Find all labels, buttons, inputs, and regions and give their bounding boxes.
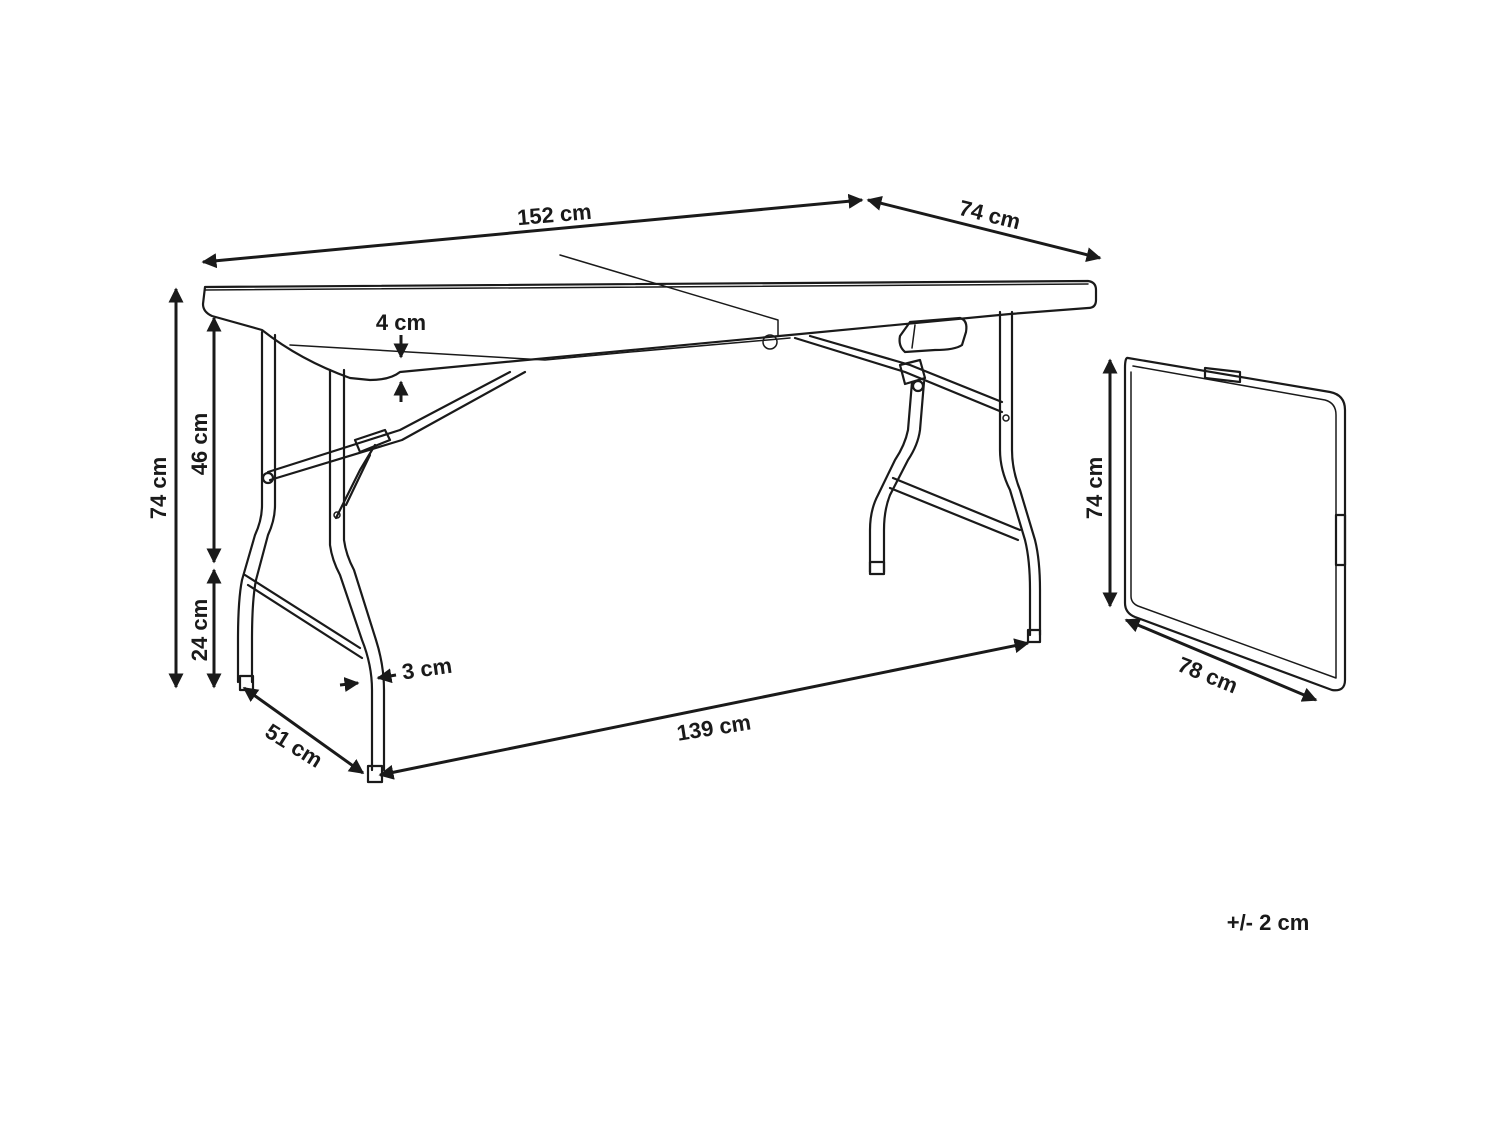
label-folded-78: 78 cm	[1174, 652, 1241, 699]
front-right-leg-inner	[882, 380, 926, 574]
folded-table-outline	[1123, 356, 1347, 692]
front-right-foot	[868, 560, 886, 576]
right-leg-rivet	[1002, 414, 1010, 422]
left-brace-lower	[334, 443, 377, 520]
label-height-46: 46 cm	[187, 413, 212, 475]
dim-line-span-139	[378, 638, 1030, 780]
left-brace-upper	[266, 370, 512, 474]
label-depth-51: 51 cm	[261, 719, 327, 773]
folded-handle	[1334, 513, 1347, 567]
right-crossbar-inner	[888, 486, 1020, 542]
table-top-outline	[201, 279, 1098, 382]
folded-table-inner-edge	[1130, 365, 1337, 679]
left-brace-upper-inner	[268, 370, 527, 482]
tolerance-note: +/- 2 cm	[1227, 910, 1310, 935]
folded-latch	[1203, 366, 1242, 384]
back-left-leg-inner	[250, 333, 277, 684]
front-right-leg	[868, 380, 914, 574]
dim-line-leg-3-right	[376, 668, 397, 684]
table-fold-line	[559, 254, 779, 336]
back-right-leg-inner	[1010, 310, 1042, 637]
folded-table-drawing	[1123, 356, 1347, 692]
right-brace-hinge	[911, 379, 925, 393]
dim-line-folded-78	[1124, 618, 1318, 702]
label-height-74: 74 cm	[146, 457, 171, 519]
right-crossbar	[891, 476, 1022, 532]
dimension-labels: 152 cm 74 cm 74 cm 46 cm 24 cm 4 cm 3 cm…	[146, 195, 1309, 935]
label-height-24: 24 cm	[187, 599, 212, 661]
front-left-leg-inner	[342, 368, 386, 772]
table-underside-rim	[289, 337, 791, 361]
back-right-leg	[998, 310, 1032, 637]
left-crossbar-inner	[246, 583, 364, 660]
left-crossbar	[243, 573, 362, 650]
left-brace-hinge	[261, 471, 275, 485]
label-folded-74: 74 cm	[1082, 457, 1107, 519]
left-brace-lower-inner	[344, 453, 372, 507]
label-thickness-4: 4 cm	[376, 310, 426, 335]
dim-line-leg-3-left	[339, 677, 360, 692]
handle-grip	[911, 324, 916, 349]
label-span-139: 139 cm	[675, 709, 753, 745]
right-brace-upper-inner	[808, 334, 1004, 404]
left-leg-rivet	[333, 511, 341, 519]
front-left-leg	[328, 368, 374, 772]
back-left-leg	[236, 330, 264, 684]
label-width-74: 74 cm	[957, 195, 1024, 234]
dim-line-width-74	[866, 195, 1102, 263]
dim-line-length-152	[201, 193, 864, 269]
dim-line-depth-51	[242, 686, 365, 775]
dimension-lines	[168, 193, 1318, 780]
carry-handle	[898, 316, 968, 354]
open-table-drawing	[201, 254, 1098, 784]
back-right-foot	[1026, 628, 1042, 644]
top-underside-boss	[762, 334, 778, 350]
label-leg-3: 3 cm	[400, 653, 453, 685]
table-top-edge	[204, 283, 1089, 291]
right-brace-lock	[898, 358, 927, 386]
right-brace-upper	[793, 336, 1004, 414]
left-brace-lock	[353, 428, 392, 454]
